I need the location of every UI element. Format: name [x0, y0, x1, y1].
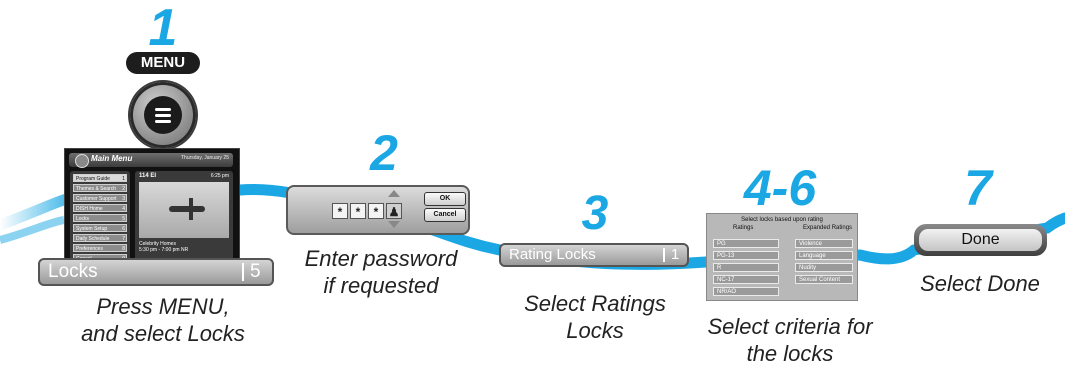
- menu-button[interactable]: [130, 82, 196, 148]
- rating-item[interactable]: NR/AO: [713, 287, 779, 296]
- airplane-icon: [169, 206, 205, 212]
- rating-item[interactable]: PG: [713, 239, 779, 248]
- locks-bar[interactable]: Locks 5: [38, 258, 274, 286]
- tv-menu-header: Main Menu Thursday, January 25: [69, 153, 233, 168]
- menu-lines-icon: [144, 96, 182, 134]
- rating-locks-bar[interactable]: Rating Locks 1: [499, 243, 689, 267]
- tv-program-title: Celebrity Homes: [139, 241, 176, 247]
- tv-program-time: 5:30 pm - 7:00 pm NR: [139, 247, 189, 253]
- rating-locks-number: 1: [671, 246, 680, 263]
- rating-item[interactable]: R: [713, 263, 779, 272]
- password-dialog: * * * ♟ OK Cancel: [286, 185, 470, 235]
- ratings-header: Ratings: [733, 225, 754, 231]
- cancel-button[interactable]: Cancel: [424, 208, 466, 222]
- tv-menu-title: Main Menu: [91, 154, 133, 163]
- expanded-rating-item[interactable]: Nudity: [795, 263, 853, 272]
- password-digit-4[interactable]: ♟: [386, 203, 402, 219]
- step-7-caption: Select Done: [920, 271, 1040, 296]
- tv-menu-date: Thursday, January 25: [181, 155, 229, 161]
- password-digit-1[interactable]: *: [332, 203, 348, 219]
- step-3-caption: Select Ratings Locks: [524, 291, 666, 343]
- step-2-caption: Enter password if requested: [304, 246, 458, 298]
- locks-bar-label: Locks: [48, 261, 98, 282]
- tv-video-thumbnail: [139, 182, 229, 238]
- tv-channel: 114 EI: [139, 173, 157, 179]
- rating-locks-label: Rating Locks: [509, 246, 596, 263]
- dish-logo-icon: [75, 154, 89, 168]
- menu-label: MENU: [126, 52, 200, 74]
- rating-item[interactable]: PG-13: [713, 251, 779, 260]
- criteria-panel: Select locks based upon rating Ratings E…: [706, 213, 858, 301]
- step-4-6-caption: Select criteria for the locks: [707, 314, 873, 366]
- expanded-rating-item[interactable]: Sexual Content: [795, 275, 853, 284]
- step-number-1: 1: [148, 0, 178, 57]
- expanded-ratings-header: Expanded Ratings: [803, 225, 853, 231]
- tv-main-menu-screen: Main Menu Thursday, January 25 Program G…: [64, 148, 240, 268]
- expanded-rating-item[interactable]: Language: [795, 251, 853, 260]
- password-digit-2[interactable]: *: [350, 203, 366, 219]
- person-icon: ♟: [388, 205, 400, 219]
- chevron-up-icon[interactable]: [388, 190, 400, 197]
- chevron-down-icon[interactable]: [388, 221, 400, 228]
- done-button-label: Done: [919, 229, 1042, 251]
- step-number-3: 3: [581, 187, 609, 240]
- step-number-7: 7: [964, 160, 992, 216]
- criteria-heading: Select locks based upon rating: [741, 217, 823, 223]
- ok-button[interactable]: OK: [424, 192, 466, 206]
- done-button[interactable]: Done: [914, 224, 1047, 256]
- tv-preview-panel: 114 EI 6:25 pm Celebrity Homes 5:30 pm -…: [135, 171, 233, 263]
- rating-item[interactable]: NC-17: [713, 275, 779, 284]
- step-1-caption: Press MENU, and select Locks: [81, 294, 245, 346]
- step-number-2: 2: [370, 125, 398, 181]
- step-number-4-6: 4-6: [743, 160, 817, 216]
- locks-bar-number: 5: [250, 261, 261, 282]
- tv-time: 6:25 pm: [210, 173, 229, 179]
- expanded-rating-item[interactable]: Violence: [795, 239, 853, 248]
- password-digit-3[interactable]: *: [368, 203, 384, 219]
